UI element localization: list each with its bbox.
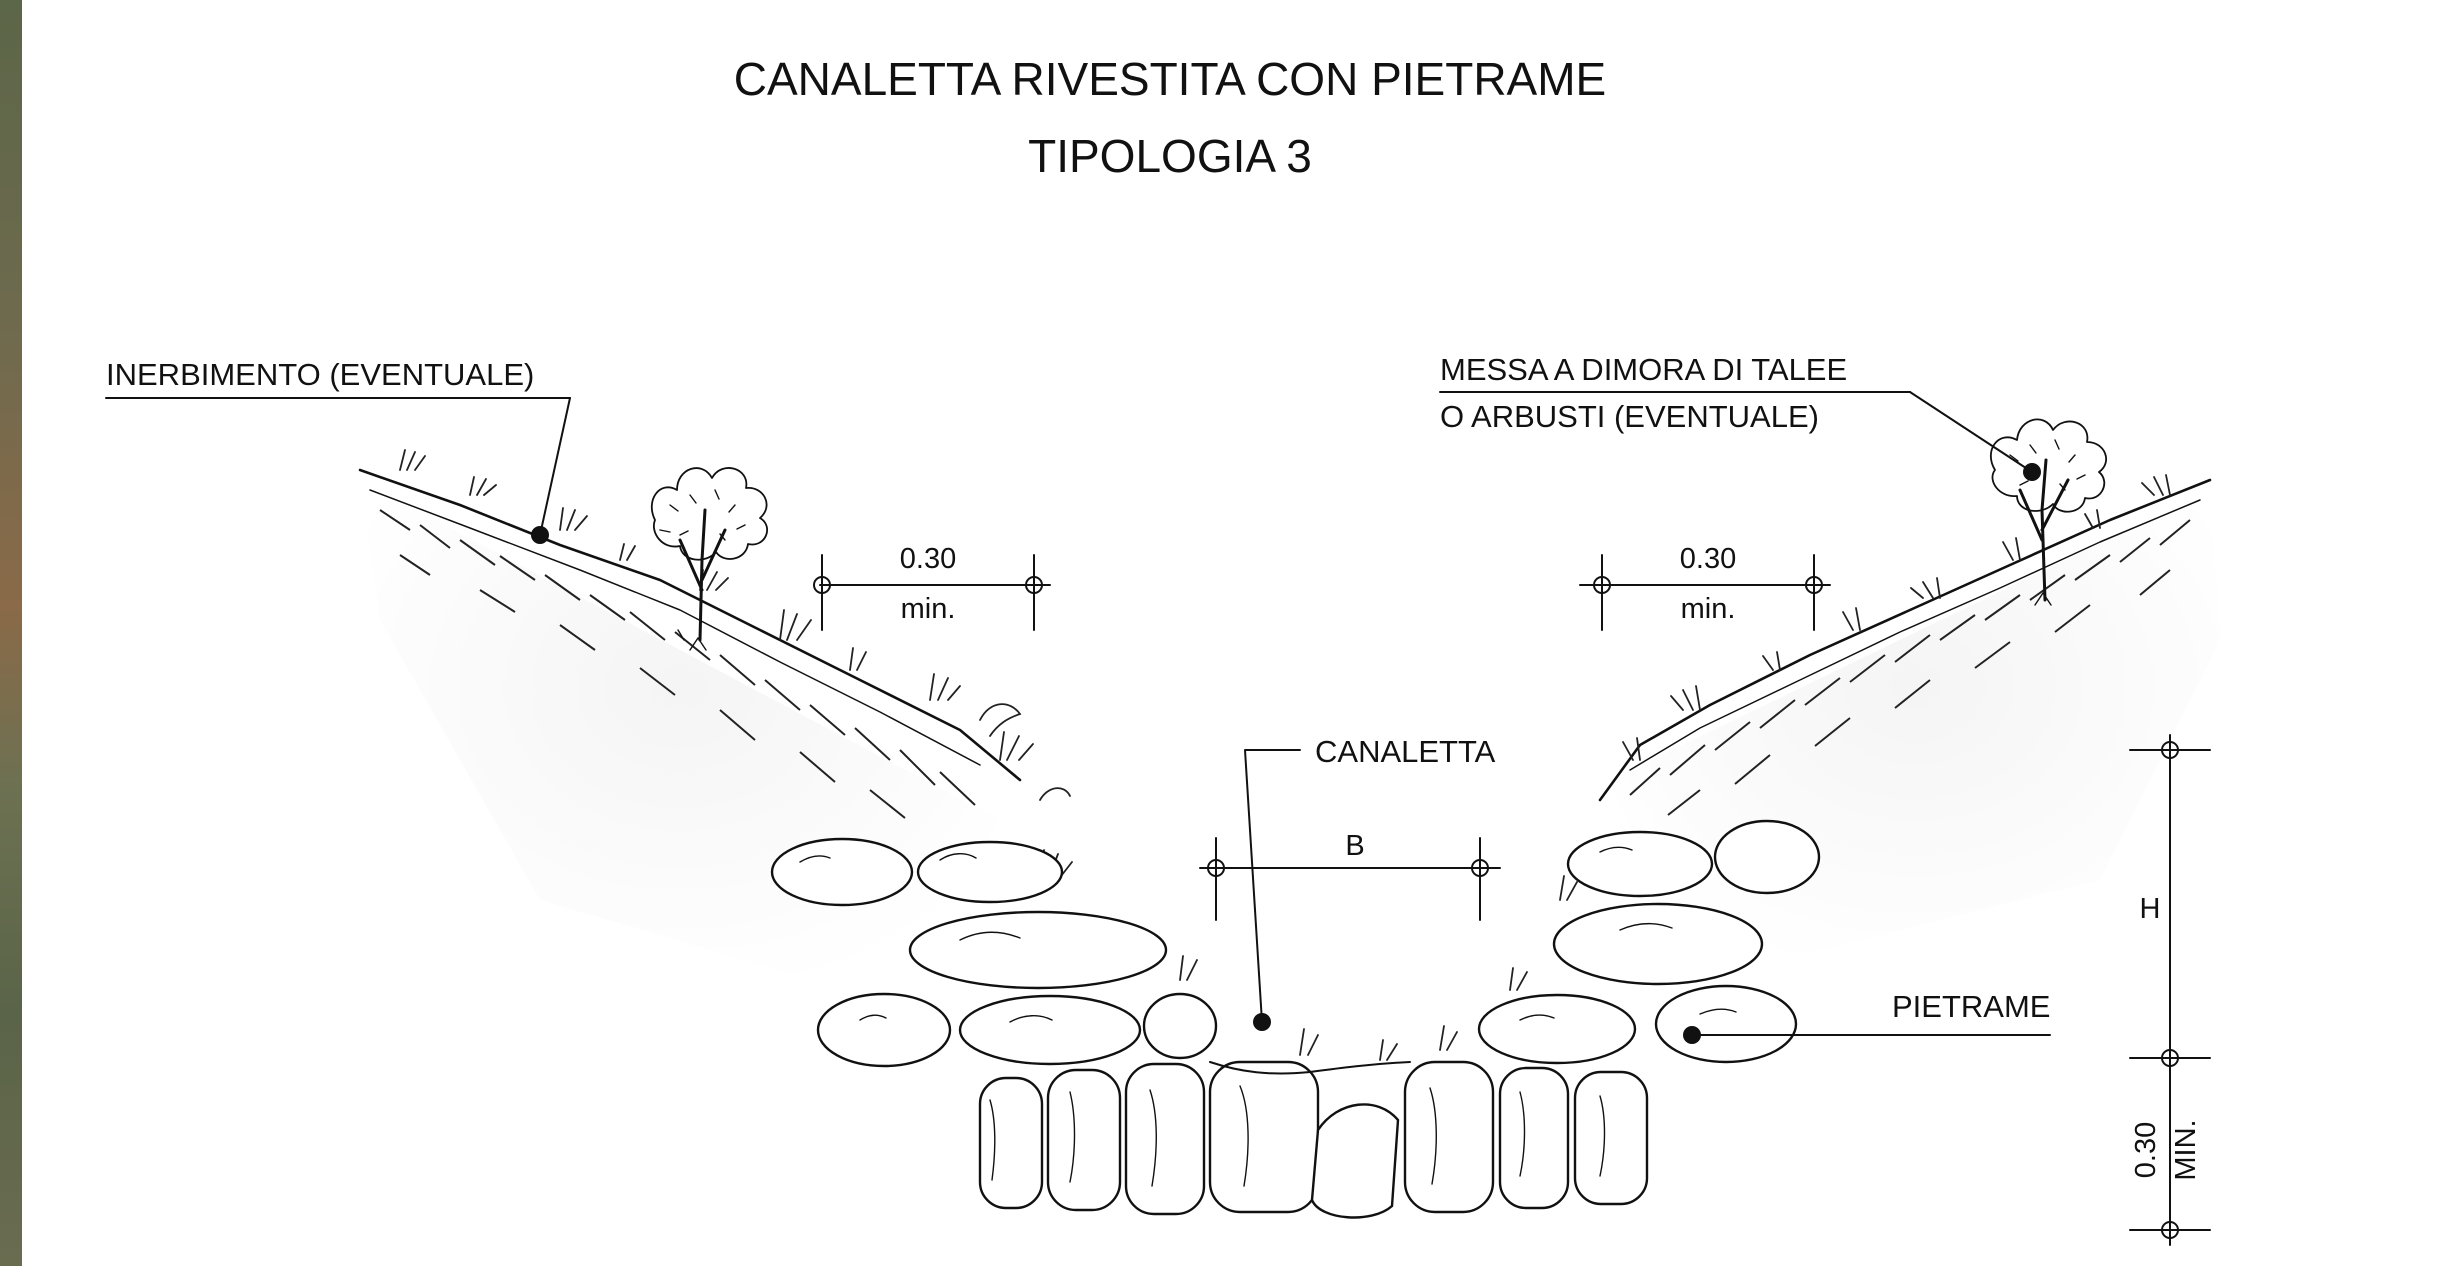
inerbimento-label: INERBIMENTO (EVENTUALE) <box>106 357 534 392</box>
right-berm-dimension <box>1579 554 1831 631</box>
foundation-note: MIN. <box>2170 1119 2202 1180</box>
canaletta-label: CANALETTA <box>1315 734 1496 769</box>
inerbimento-leader <box>105 397 571 544</box>
foundation-value: 0.30 <box>2130 1122 2162 1178</box>
title-line1: CANALETTA RIVESTITA CON PIETRAME <box>734 53 1606 105</box>
right-shrub-icon <box>1989 418 2107 606</box>
soil-shading <box>360 480 2220 1000</box>
right-berm-note: min. <box>1681 593 1736 625</box>
left-berm-value: 0.30 <box>900 543 956 575</box>
bottom-width-dimension <box>1199 837 1501 921</box>
pietrame-leader <box>1683 1026 2051 1044</box>
height-dimension <box>2129 734 2211 1246</box>
title-line2: TIPOLOGIA 3 <box>1028 130 1312 182</box>
right-berm-value: 0.30 <box>1680 543 1736 575</box>
bottom-width-label: B <box>1345 830 1364 862</box>
left-edge-strip <box>0 0 22 1266</box>
stone-lining <box>770 819 1821 1219</box>
messa-dimora-label-line2: O ARBUSTI (EVENTUALE) <box>1440 399 1819 434</box>
left-shrub-icon <box>650 467 768 651</box>
messa-dimora-leader <box>1439 391 2041 481</box>
canaletta-leader <box>1244 749 1301 1031</box>
left-berm-note: min. <box>901 593 956 625</box>
left-berm-dimension <box>813 554 1051 631</box>
messa-dimora-label-line1: MESSA A DIMORA DI TALEE <box>1440 352 1847 387</box>
channel-bed <box>1209 1061 1411 1075</box>
height-label: H <box>2140 893 2161 925</box>
pietrame-label: PIETRAME <box>1892 989 2050 1024</box>
